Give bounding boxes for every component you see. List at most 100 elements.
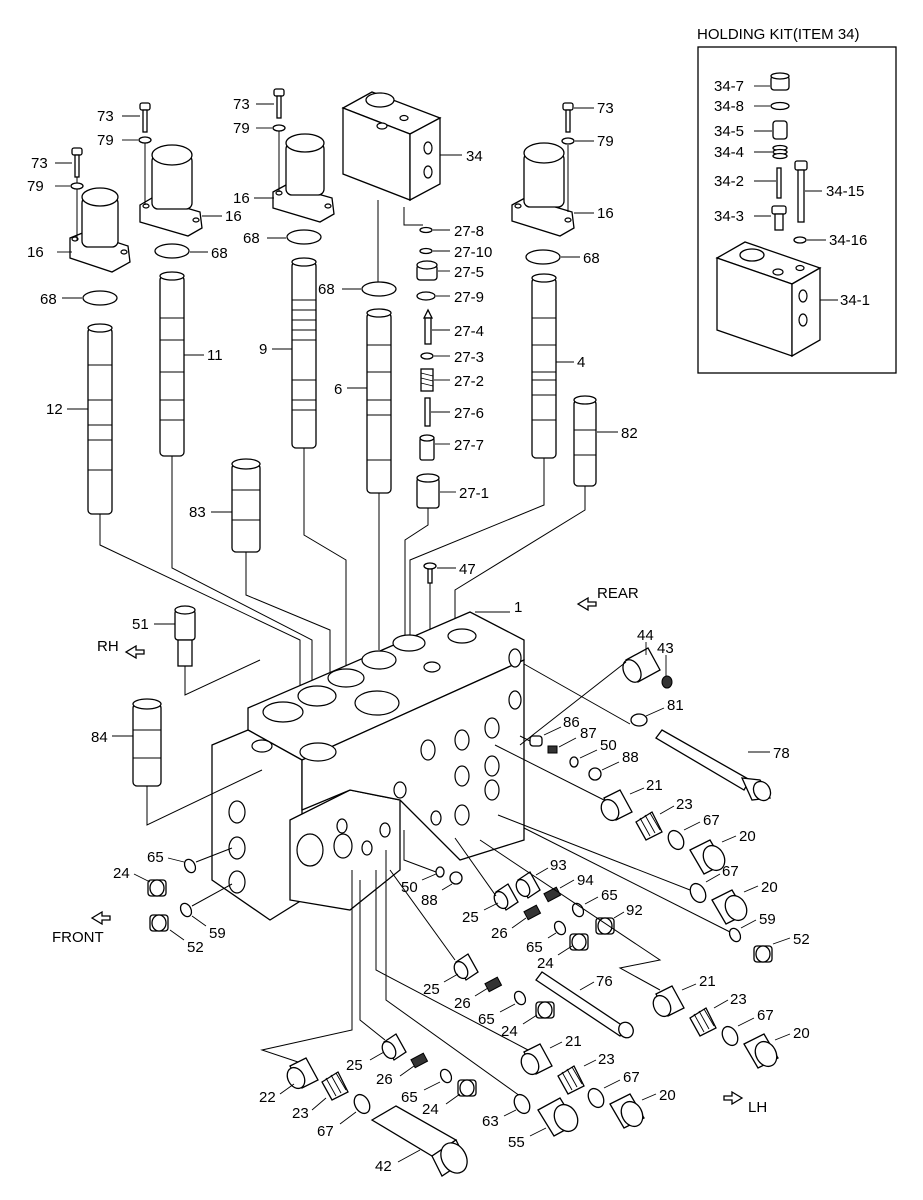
oring-68-c bbox=[286, 229, 322, 245]
plug-24-c bbox=[535, 1001, 555, 1019]
callout-88-a: 88 bbox=[622, 749, 639, 766]
washer-79-d bbox=[561, 137, 575, 145]
callout-73-d: 73 bbox=[597, 100, 614, 117]
plug-92 bbox=[595, 917, 615, 935]
part-27-3 bbox=[420, 352, 434, 360]
callout-16-a: 16 bbox=[27, 244, 44, 261]
plug-25-b bbox=[453, 953, 479, 981]
plug-24-b bbox=[569, 933, 589, 951]
callout-94: 94 bbox=[577, 872, 594, 889]
callout-79-b: 79 bbox=[97, 132, 114, 149]
part-27-10 bbox=[419, 247, 433, 255]
spring-94 bbox=[543, 886, 562, 903]
callout-52-a: 52 bbox=[793, 931, 810, 948]
part-34-5 bbox=[772, 120, 788, 140]
part-27-2 bbox=[420, 368, 434, 392]
spring-26-c bbox=[410, 1052, 429, 1069]
solenoid-16-d bbox=[511, 142, 575, 237]
holding-kit-inset: HOLDING KIT(ITEM 34) 34-7 34-8 34-5 34-4… bbox=[697, 26, 897, 374]
plug-24-d bbox=[457, 1079, 477, 1097]
callout-51: 51 bbox=[132, 616, 149, 633]
callout-81: 81 bbox=[667, 697, 684, 714]
oring-68-d bbox=[361, 281, 397, 297]
callout-20-c: 20 bbox=[793, 1025, 810, 1042]
spool-12 bbox=[87, 323, 113, 515]
oring-50-b bbox=[435, 866, 445, 878]
callout-27-8: 27-8 bbox=[454, 223, 484, 240]
callout-82: 82 bbox=[621, 425, 638, 442]
callout-67-e: 67 bbox=[317, 1123, 334, 1140]
plug-55 bbox=[537, 1097, 579, 1137]
part-27-9 bbox=[416, 291, 436, 301]
callout-24-a: 24 bbox=[113, 865, 130, 882]
part-34-16 bbox=[793, 236, 807, 244]
oring-81 bbox=[630, 713, 648, 727]
callout-20-a: 20 bbox=[739, 828, 756, 845]
callout-65-b: 65 bbox=[601, 887, 618, 904]
spring-23-d bbox=[321, 1071, 349, 1101]
callout-50-a: 50 bbox=[600, 737, 617, 754]
oring-59-b bbox=[179, 902, 193, 918]
callout-23-d: 23 bbox=[292, 1105, 309, 1122]
oring-65-a bbox=[183, 858, 197, 874]
plug-22 bbox=[286, 1057, 319, 1090]
oring-65-e bbox=[439, 1068, 453, 1084]
callout-11: 11 bbox=[207, 347, 223, 364]
bolt-73-b bbox=[139, 102, 151, 205]
valve-body-1 bbox=[211, 611, 525, 921]
callout-21-b: 21 bbox=[699, 973, 716, 990]
spring-43 bbox=[661, 675, 673, 689]
part-34-15 bbox=[794, 160, 808, 223]
callout-16-d: 16 bbox=[597, 205, 614, 222]
direction-lh: LH bbox=[748, 1099, 767, 1116]
spring-26-a bbox=[523, 904, 542, 921]
arrow-rear bbox=[576, 596, 597, 612]
washer-79-a bbox=[70, 182, 84, 190]
callout-23-c: 23 bbox=[598, 1051, 615, 1068]
callout-25-a: 25 bbox=[462, 909, 479, 926]
holding-kit-title: HOLDING KIT(ITEM 34) bbox=[697, 26, 860, 43]
part-27-4 bbox=[422, 308, 434, 345]
label-34-1: 34-1 bbox=[840, 292, 870, 309]
plug-52-a bbox=[753, 945, 773, 963]
callout-78: 78 bbox=[773, 745, 790, 762]
callout-67-c: 67 bbox=[757, 1007, 774, 1024]
part-34-7 bbox=[770, 72, 790, 91]
label-34-8: 34-8 bbox=[714, 98, 744, 115]
plug-25-c bbox=[381, 1033, 407, 1061]
callout-79-a: 79 bbox=[27, 178, 44, 195]
direction-rh: RH bbox=[97, 638, 119, 655]
callout-27-7: 27-7 bbox=[454, 437, 484, 454]
spool-6 bbox=[366, 308, 392, 494]
part-34-1 bbox=[715, 241, 822, 358]
oring-65-c bbox=[553, 920, 567, 936]
part-27-6 bbox=[424, 397, 431, 427]
part-34-4 bbox=[772, 144, 788, 160]
part-27-8 bbox=[419, 226, 433, 234]
callout-24-c: 24 bbox=[501, 1023, 518, 1040]
callout-55: 55 bbox=[508, 1134, 525, 1151]
callout-21-c: 21 bbox=[565, 1033, 582, 1050]
spool-9 bbox=[291, 257, 317, 449]
callout-27-10: 27-10 bbox=[454, 244, 492, 261]
callout-68-c: 68 bbox=[243, 230, 260, 247]
callout-67-a: 67 bbox=[703, 812, 720, 829]
callout-92: 92 bbox=[626, 902, 643, 919]
oring-59-a bbox=[728, 927, 742, 943]
callout-50-b: 50 bbox=[401, 879, 418, 896]
plug-21-a bbox=[600, 789, 633, 822]
callout-4: 4 bbox=[577, 354, 585, 371]
callout-20-d: 20 bbox=[659, 1087, 676, 1104]
callout-23-a: 23 bbox=[676, 796, 693, 813]
washer-79-c bbox=[272, 124, 286, 132]
callout-44: 44 bbox=[637, 627, 654, 644]
plug-20-c bbox=[743, 1033, 779, 1069]
callout-68-b: 68 bbox=[211, 245, 228, 262]
oring-68-b bbox=[154, 243, 190, 259]
callout-67-b: 67 bbox=[722, 863, 739, 880]
spool-4 bbox=[531, 273, 557, 459]
callout-42: 42 bbox=[375, 1158, 392, 1175]
callout-68-a: 68 bbox=[40, 291, 57, 308]
part-34-2 bbox=[776, 167, 782, 199]
relief-valve-83 bbox=[231, 458, 261, 553]
